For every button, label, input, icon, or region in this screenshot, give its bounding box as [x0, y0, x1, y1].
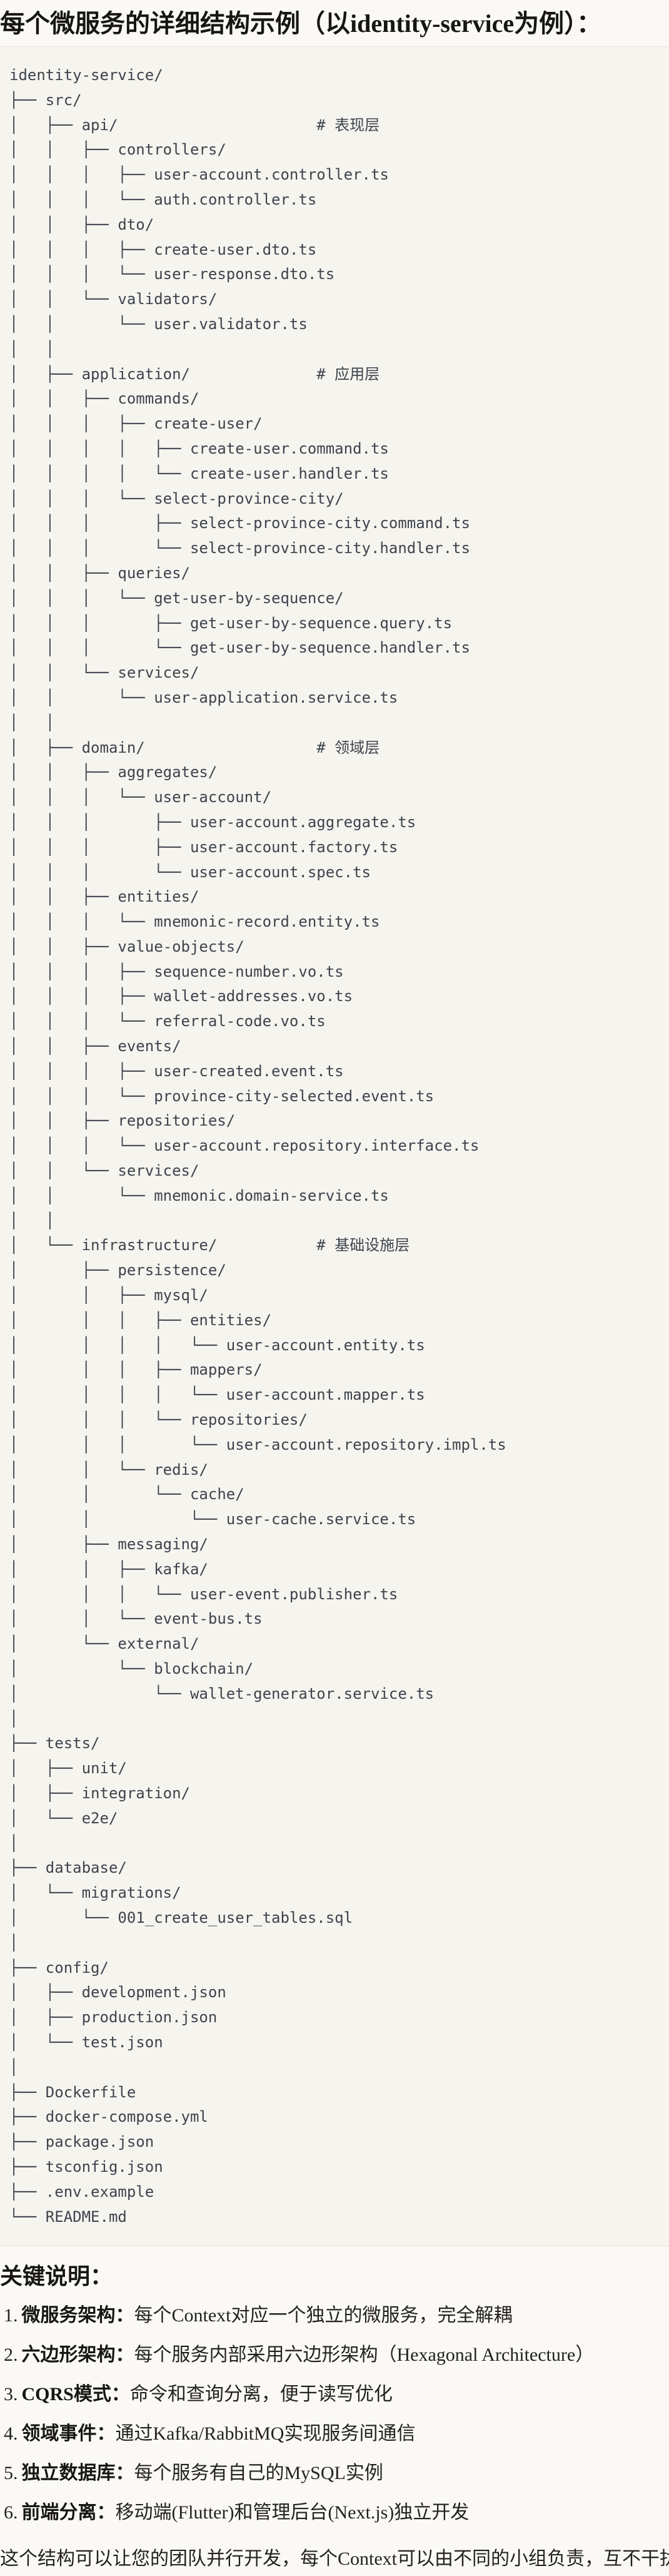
- item-text: 每个Context对应一个独立的微服务，完全解耦: [134, 2305, 513, 2326]
- item-colon: ：: [115, 2305, 134, 2326]
- item-text: 命令和查询分离，便于读写优化: [129, 2384, 393, 2405]
- notes-section: 关键说明： 1.微服务架构：每个Context对应一个独立的微服务，完全解耦 2…: [0, 2246, 669, 2572]
- item-text: 每个服务有自己的MySQL实例: [134, 2463, 383, 2484]
- item-label: 微服务架构: [21, 2305, 116, 2326]
- item-text: 每个服务内部采用六边形架构（Hexagonal Architecture）: [134, 2344, 595, 2366]
- item-number: 2.: [4, 2344, 18, 2366]
- closing-paragraph: 这个结构可以让您的团队并行开发，每个Context可以由不同的小组负责，互不干扰…: [0, 2548, 669, 2570]
- list-item: 1.微服务架构：每个Context对应一个独立的微服务，完全解耦: [4, 2303, 669, 2329]
- item-label: 前端分离: [21, 2502, 97, 2523]
- item-colon: ：: [115, 2463, 134, 2484]
- page-title: 每个微服务的详细结构示例（以identity-service为例）：: [0, 9, 602, 38]
- list-item: 3.CQRS模式：命令和查询分离，便于读写优化: [4, 2381, 669, 2408]
- notes-heading: 关键说明：: [0, 2264, 113, 2289]
- item-text: 通过Kafka/RabbitMQ实现服务间通信: [115, 2423, 416, 2445]
- item-colon: ：: [115, 2344, 134, 2366]
- list-item: 2.六边形架构：每个服务内部采用六边形架构（Hexagonal Architec…: [4, 2342, 669, 2368]
- item-number: 6.: [4, 2502, 18, 2523]
- list-item: 5.独立数据库：每个服务有自己的MySQL实例: [4, 2460, 669, 2487]
- code-block: identity-service/ ├── src/ │ ├── api/ # …: [0, 46, 669, 2247]
- directory-tree: identity-service/ ├── src/ │ ├── api/ # …: [9, 66, 506, 2226]
- item-label: 六边形架构: [21, 2344, 116, 2366]
- item-number: 1.: [4, 2305, 18, 2326]
- item-label: 领域事件: [21, 2423, 97, 2445]
- item-number: 3.: [4, 2384, 18, 2405]
- item-number: 5.: [4, 2463, 18, 2484]
- list-item: 4.领域事件：通过Kafka/RabbitMQ实现服务间通信: [4, 2421, 669, 2447]
- item-colon: ：: [111, 2384, 130, 2405]
- item-label: CQRS模式: [21, 2384, 111, 2405]
- item-text: 移动端(Flutter)和管理后台(Next.js)独立开发: [115, 2502, 470, 2523]
- list-item: 6.前端分离：移动端(Flutter)和管理后台(Next.js)独立开发: [4, 2500, 669, 2526]
- item-number: 4.: [4, 2423, 18, 2445]
- item-label: 独立数据库: [21, 2463, 116, 2484]
- item-colon: ：: [96, 2423, 116, 2445]
- notes-list: 1.微服务架构：每个Context对应一个独立的微服务，完全解耦 2.六边形架构…: [0, 2303, 669, 2526]
- item-colon: ：: [96, 2502, 116, 2523]
